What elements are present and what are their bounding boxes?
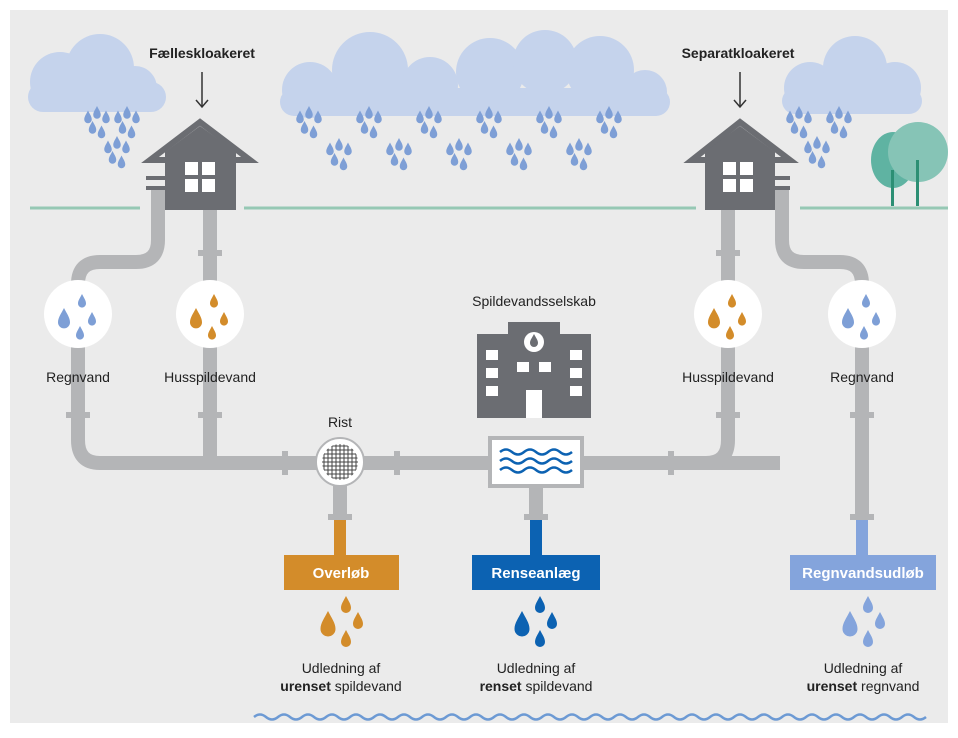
rain-discharge-line1: Udledning af bbox=[824, 660, 903, 676]
utility-building-icon bbox=[477, 322, 591, 418]
rainwater-left-label: Regnvand bbox=[46, 369, 110, 385]
household-right-circle bbox=[694, 280, 762, 348]
household-left-label: Husspildevand bbox=[164, 369, 256, 385]
treatment-discharge-line1: Udledning af bbox=[497, 660, 576, 676]
treatment-discharge-line2: renset spildevand bbox=[480, 678, 593, 694]
rain-outlet-box bbox=[790, 555, 936, 590]
separate-sewer-label: Separatkloakeret bbox=[682, 45, 795, 61]
grate-icon bbox=[315, 437, 365, 487]
cloud-left bbox=[28, 34, 166, 112]
arrows bbox=[195, 72, 747, 109]
overflow-discharge-line2: urenset spildevand bbox=[280, 678, 401, 694]
treatment-tank-icon bbox=[488, 436, 584, 488]
treatment-label: Renseanlæg bbox=[491, 565, 580, 582]
rain-discharge-line2: urenset regnvand bbox=[807, 678, 920, 694]
overflow-discharge-line1: Udledning af bbox=[302, 660, 381, 676]
cloud-center bbox=[280, 30, 670, 118]
house-right-icon bbox=[683, 118, 799, 210]
trees-icon bbox=[871, 122, 948, 206]
grate-label: Rist bbox=[328, 414, 352, 430]
utility-label: Spildevandsselskab bbox=[472, 293, 596, 309]
rain-outlet-pipe-end bbox=[856, 520, 868, 558]
household-right-label: Husspildevand bbox=[682, 369, 774, 385]
house-left-icon bbox=[141, 118, 259, 210]
water-waves bbox=[253, 713, 927, 721]
overflow-label: Overløb bbox=[313, 565, 370, 582]
household-left-circle bbox=[176, 280, 244, 348]
combined-sewer-label: Fælleskloakeret bbox=[149, 45, 255, 61]
treatment-box bbox=[472, 555, 600, 590]
rainwater-right-label: Regnvand bbox=[830, 369, 894, 385]
overflow-pipe-end bbox=[334, 520, 346, 558]
rain-outlet-label: Regnvandsudløb bbox=[802, 565, 924, 582]
overflow-box bbox=[284, 555, 399, 590]
treatment-pipe-end bbox=[530, 520, 542, 558]
pipe-joints bbox=[66, 250, 874, 520]
cloud-right bbox=[782, 36, 922, 114]
rainwater-right-circle bbox=[828, 280, 896, 348]
rainwater-left-circle bbox=[44, 280, 112, 348]
